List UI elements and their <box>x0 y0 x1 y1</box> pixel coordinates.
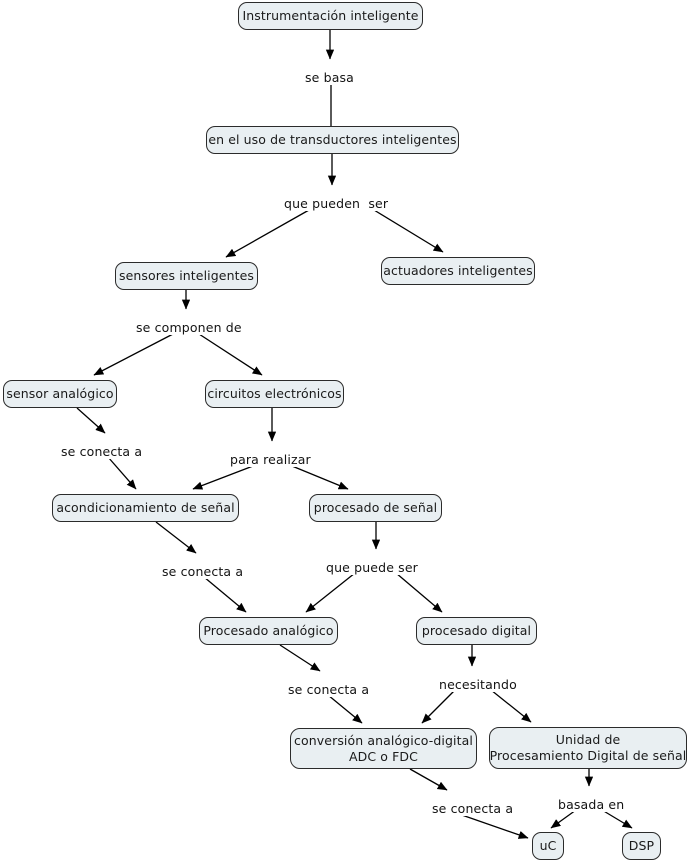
node-unidad-procesamiento-digital-senal[interactable]: Unidad de Procesamiento Digital de señal <box>489 727 687 769</box>
edge-se-conecta-uc <box>458 813 529 839</box>
link-label-que-puede-ser: que puede ser <box>324 560 420 575</box>
link-label-se-componen-de: se componen de <box>134 320 244 335</box>
link-label-se-basa: se basa <box>303 70 356 85</box>
link-label-que-pueden-ser: que pueden ser <box>282 196 391 211</box>
edge-para-realizar-acondicionamiento <box>192 465 254 490</box>
edge-se-componen-sensor-analogico <box>93 333 174 376</box>
node-sensores-inteligentes[interactable]: sensores inteligentes <box>115 262 258 290</box>
edge-para-realizar-procesado-senal <box>291 465 349 490</box>
edge-se-conecta-conversion <box>327 694 363 724</box>
edge-acondicionamiento-se-conecta <box>155 521 197 554</box>
edge-se-conecta-procesado-analogico <box>203 576 247 613</box>
node-procesado-de-senal[interactable]: procesado de señal <box>309 494 442 522</box>
link-label-basada-en: basada en <box>556 797 627 812</box>
edge-necesitando-conversion <box>421 689 456 724</box>
edge-que-puede-ser-procesado-digital <box>395 572 443 613</box>
edge-necesitando-unidad <box>490 689 532 723</box>
link-label-necesitando: necesitando <box>437 677 519 692</box>
edge-se-componen-circuitos <box>198 333 263 376</box>
edge-basada-en-dsp <box>601 809 633 829</box>
node-circuitos-electronicos[interactable]: circuitos electrónicos <box>205 380 344 408</box>
node-procesado-digital[interactable]: procesado digital <box>416 617 537 645</box>
node-instrumentacion-inteligente[interactable]: Instrumentación inteligente <box>238 2 423 30</box>
edge-que-pueden-ser-sensores <box>225 209 310 258</box>
edge-basada-en-uc <box>550 809 577 829</box>
link-label-para-realizar: para realizar <box>228 452 313 467</box>
node-sensor-analogico[interactable]: sensor analógico <box>3 380 117 408</box>
edge-se-conecta-acondicionamiento <box>107 456 137 490</box>
node-acondicionamiento-de-senal[interactable]: acondicionamiento de señal <box>52 494 239 522</box>
link-label-se-conecta-a-2: se conecta a <box>160 564 246 579</box>
edge-que-puede-ser-procesado-analogico <box>305 572 356 613</box>
node-actuadores-inteligentes[interactable]: actuadores inteligentes <box>381 257 535 285</box>
edge-que-pueden-ser-actuadores <box>373 209 444 253</box>
edge-sensor-analogico-se-conecta <box>76 407 106 434</box>
node-procesado-analogico[interactable]: Procesado analógico <box>199 617 338 645</box>
node-conversion-analogico-digital[interactable]: conversión analógico-digital ADC o FDC <box>290 728 477 769</box>
node-dsp[interactable]: DSP <box>622 832 661 860</box>
link-label-se-conecta-a-1: se conecta a <box>59 444 145 459</box>
edge-conversion-se-conecta <box>409 768 448 791</box>
link-label-se-conecta-a-3: se conecta a <box>286 682 372 697</box>
link-label-se-conecta-a-4: se conecta a <box>430 801 516 816</box>
node-en-el-uso-de-transductores-inteligentes[interactable]: en el uso de transductores inteligentes <box>206 126 459 154</box>
edge-procesado-analogico-se-conecta <box>279 644 321 672</box>
node-uc[interactable]: uC <box>532 832 564 860</box>
